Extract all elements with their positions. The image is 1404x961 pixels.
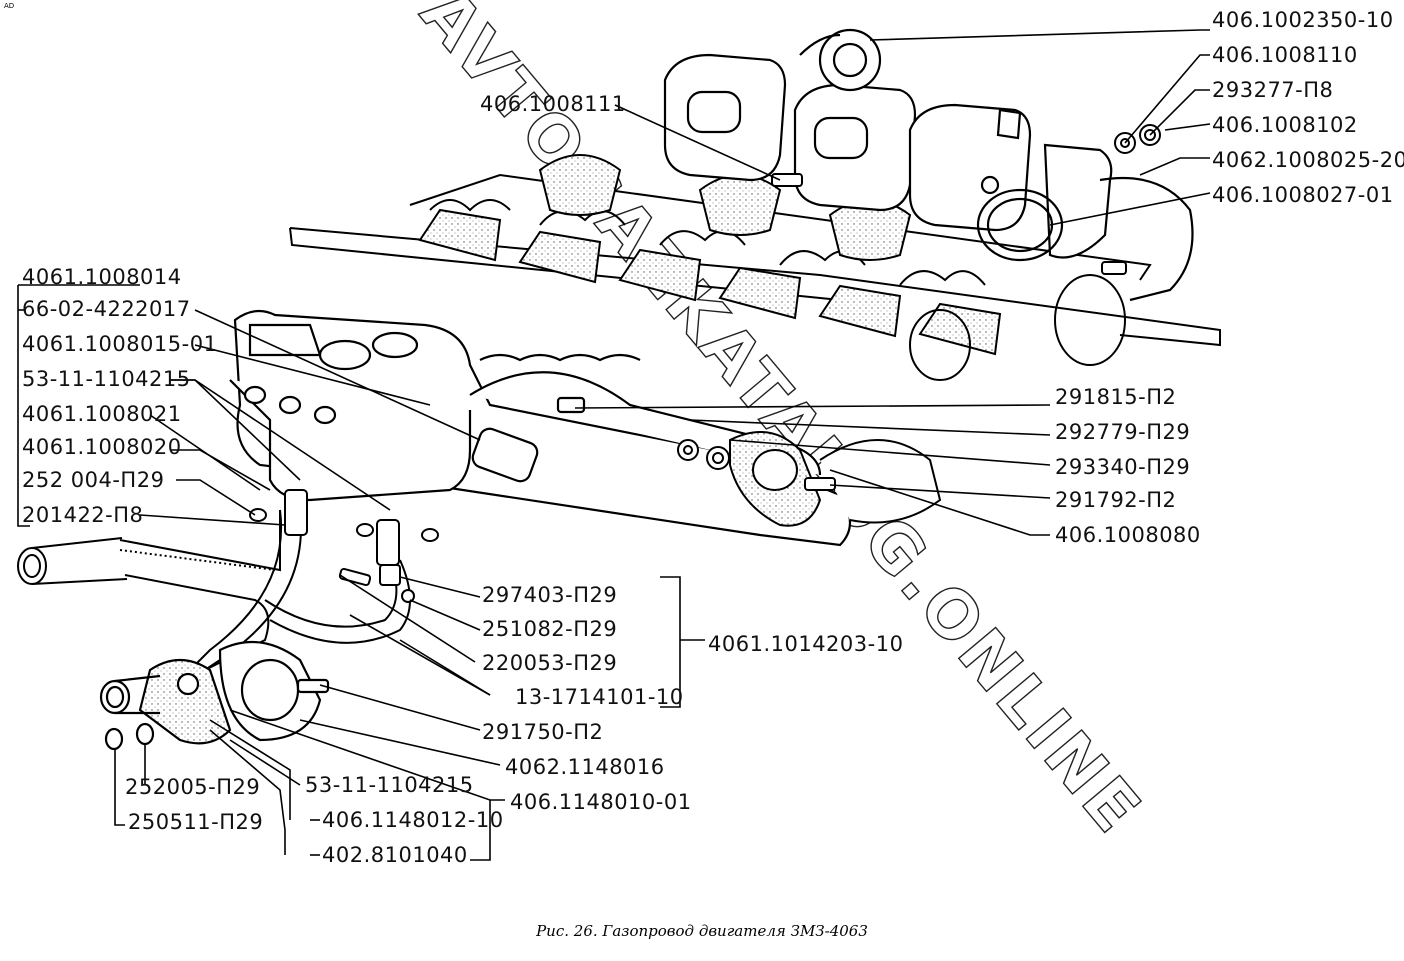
egr-flange bbox=[677, 431, 942, 527]
part-label: 13-1714101-10 bbox=[515, 685, 684, 709]
part-label: 4062.1148016 bbox=[505, 755, 665, 779]
part-label: 252 004-П29 bbox=[22, 468, 165, 492]
part-label: 406.1008080 bbox=[1055, 523, 1201, 547]
leader-lines bbox=[17, 29, 1211, 861]
part-label: 53-11-1104215 bbox=[22, 367, 191, 391]
part-label: 406.1148010-01 bbox=[510, 790, 692, 814]
part-label: 293277-П8 bbox=[1212, 78, 1334, 102]
part-label: 406.1008110 bbox=[1212, 43, 1358, 67]
part-label: 297403-П29 bbox=[482, 583, 618, 607]
part-label: 406.1148012-10 bbox=[322, 808, 504, 832]
pipe-assembly bbox=[17, 489, 439, 671]
part-label: 53-11-1104215 bbox=[305, 773, 474, 797]
exhaust-manifold bbox=[663, 28, 1194, 302]
part-label: 4062.1008025-20 bbox=[1212, 148, 1404, 172]
part-label: 252005-П29 bbox=[125, 775, 261, 799]
part-label: 291792-П2 bbox=[1055, 488, 1177, 512]
part-label: 406.1002350-10 bbox=[1212, 8, 1394, 32]
part-label: 406.1008027-01 bbox=[1212, 183, 1394, 207]
part-label: 406.1008102 bbox=[1212, 113, 1358, 137]
part-label: 220053-П29 bbox=[482, 651, 618, 675]
part-label: 250511-П29 bbox=[128, 810, 264, 834]
part-label: 4061.1008021 bbox=[22, 402, 182, 426]
part-label: 251082-П29 bbox=[482, 617, 618, 641]
part-label: 291815-П2 bbox=[1055, 385, 1177, 409]
figure-caption: Рис. 26. Газопровод двигателя ЗМЗ-4063 bbox=[536, 922, 868, 940]
part-label: 293340-П29 bbox=[1055, 455, 1191, 479]
part-label: 4061.1014203-10 bbox=[708, 632, 904, 656]
corner-mark: AD bbox=[4, 2, 15, 10]
cylinder-head bbox=[289, 154, 1221, 381]
part-label: 406.1008111 bbox=[480, 92, 626, 116]
part-label: 201422-П8 bbox=[22, 503, 144, 527]
part-label: 4061.1008015-01 bbox=[22, 332, 218, 356]
part-label: 4061.1008014 bbox=[22, 265, 182, 289]
part-label: 292779-П29 bbox=[1055, 420, 1191, 444]
part-label: 66-02-4222017 bbox=[22, 297, 191, 321]
part-label: 291750-П2 bbox=[482, 720, 604, 744]
part-label: 402.8101040 bbox=[322, 843, 468, 867]
part-label: 4061.1008020 bbox=[22, 435, 182, 459]
